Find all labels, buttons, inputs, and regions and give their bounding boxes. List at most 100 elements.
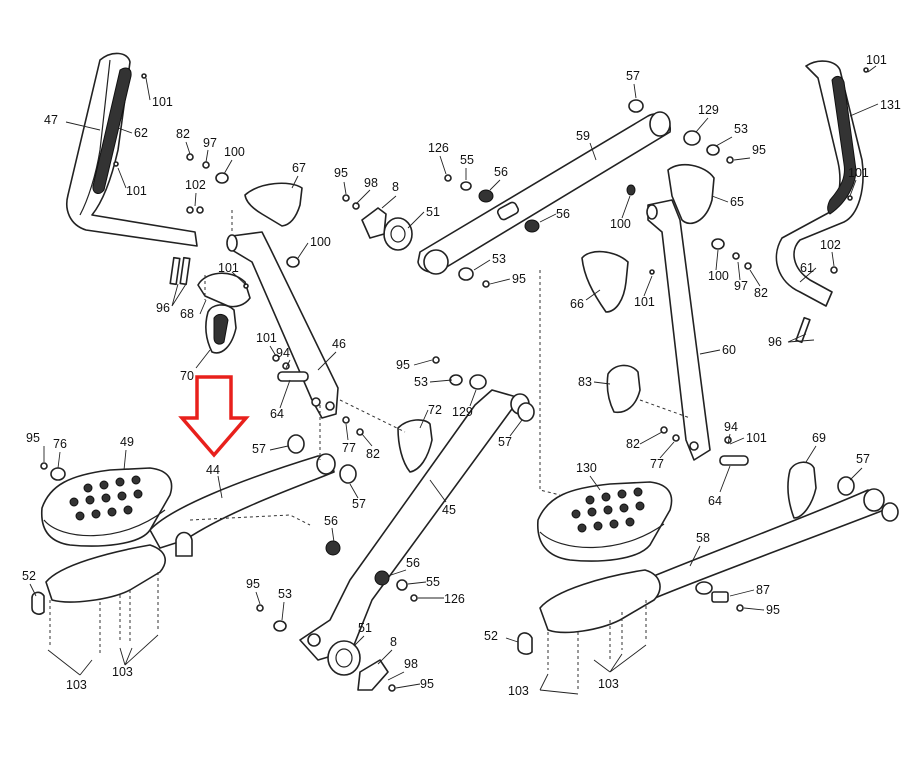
callout-101: 101	[152, 95, 173, 109]
callout-72: 72	[428, 403, 442, 417]
callout-97: 97	[734, 279, 748, 293]
callout-103: 103	[598, 677, 619, 691]
callout-52: 52	[22, 569, 36, 583]
callout-45: 45	[442, 503, 456, 517]
callout-49: 49	[120, 435, 134, 449]
callout-101: 101	[866, 53, 887, 67]
callout-96: 96	[768, 335, 782, 349]
callout-53: 53	[278, 587, 292, 601]
callout-77: 77	[650, 457, 664, 471]
shroud-83	[606, 364, 641, 414]
shroud-66	[581, 250, 629, 313]
callout-55: 55	[460, 153, 474, 167]
washer-53-lower	[273, 620, 287, 632]
callout-101: 101	[126, 184, 147, 198]
shroud-69	[787, 461, 817, 519]
callout-101: 101	[218, 261, 239, 275]
callout-82: 82	[754, 286, 768, 300]
callout-77: 77	[342, 441, 356, 455]
callout-103: 103	[508, 684, 529, 698]
washer-55-top	[460, 181, 472, 191]
callout-82: 82	[626, 437, 640, 451]
callout-57: 57	[626, 69, 640, 83]
callout-101: 101	[256, 331, 277, 345]
callout-57: 57	[856, 452, 870, 466]
bushing-129-top	[683, 130, 701, 146]
bushing-100-right-b	[711, 238, 725, 250]
callout-97: 97	[203, 136, 217, 150]
left-upper-hardware	[169, 153, 229, 286]
end-cap-52-left	[31, 591, 45, 615]
callout-64: 64	[270, 407, 284, 421]
callout-130: 130	[576, 461, 597, 475]
callout-61: 61	[800, 261, 814, 275]
callout-82: 82	[366, 447, 380, 461]
axle-64-right	[719, 455, 749, 466]
callout-131: 131	[880, 98, 901, 112]
crank-arm-59	[417, 111, 671, 275]
right-upper-handlebar	[775, 60, 869, 307]
leader-lines	[29, 65, 879, 689]
callout-64: 64	[708, 494, 722, 508]
wheel-51-lower	[327, 640, 361, 676]
callout-56: 56	[494, 165, 508, 179]
callout-76: 76	[53, 437, 67, 451]
wheel-57-right-b	[837, 476, 855, 496]
callout-57: 57	[252, 442, 266, 456]
gear-56-top-a	[478, 189, 494, 203]
callout-67: 67	[292, 161, 306, 175]
callout-95: 95	[26, 431, 40, 445]
callout-96: 96	[156, 301, 170, 315]
callout-82: 82	[176, 127, 190, 141]
wheel-57-right	[881, 502, 899, 522]
callout-101: 101	[848, 166, 869, 180]
wheel-57-center	[517, 402, 535, 422]
left-upright-arm-46	[226, 231, 339, 419]
callout-53: 53	[414, 375, 428, 389]
callout-129: 129	[452, 405, 473, 419]
callout-62: 62	[134, 126, 148, 140]
callout-95: 95	[334, 166, 348, 180]
callout-103: 103	[112, 665, 133, 679]
callout-129: 129	[698, 103, 719, 117]
gear-56-top-b	[524, 219, 540, 233]
callout-98: 98	[404, 657, 418, 671]
callout-87: 87	[756, 583, 770, 597]
callout-55: 55	[426, 575, 440, 589]
right-screw-lines	[539, 600, 647, 695]
callout-95: 95	[420, 677, 434, 691]
callout-94: 94	[724, 420, 738, 434]
callout-57: 57	[498, 435, 512, 449]
callout-46: 46	[332, 337, 346, 351]
right-pedal-base	[539, 569, 661, 634]
cap-8-top	[361, 207, 387, 239]
right-pedal-130	[537, 481, 673, 562]
washer-53-top	[706, 144, 720, 156]
left-pedal-base	[45, 544, 166, 603]
callout-100: 100	[224, 145, 245, 159]
callout-53: 53	[492, 252, 506, 266]
shroud-65	[667, 163, 715, 225]
callout-100: 100	[708, 269, 729, 283]
bracket-87	[711, 591, 729, 603]
callout-66: 66	[570, 297, 584, 311]
callout-95: 95	[766, 603, 780, 617]
callout-100: 100	[310, 235, 331, 249]
left-screw-lines	[47, 210, 321, 676]
bushing-100-right-a	[626, 184, 636, 196]
callout-94: 94	[276, 346, 290, 360]
left-pedal-49	[41, 467, 173, 547]
callout-69: 69	[812, 431, 826, 445]
cap-76	[50, 467, 66, 481]
callout-52: 52	[484, 629, 498, 643]
callout-126: 126	[428, 141, 449, 155]
callout-51: 51	[358, 621, 372, 635]
axle-64-left	[277, 371, 309, 382]
wheel-57-left-b	[339, 464, 357, 484]
callout-126: 126	[444, 592, 465, 606]
callout-8: 8	[390, 635, 397, 649]
callout-70: 70	[180, 369, 194, 383]
bushing-129-center	[469, 374, 487, 390]
callout-65: 65	[730, 195, 744, 209]
